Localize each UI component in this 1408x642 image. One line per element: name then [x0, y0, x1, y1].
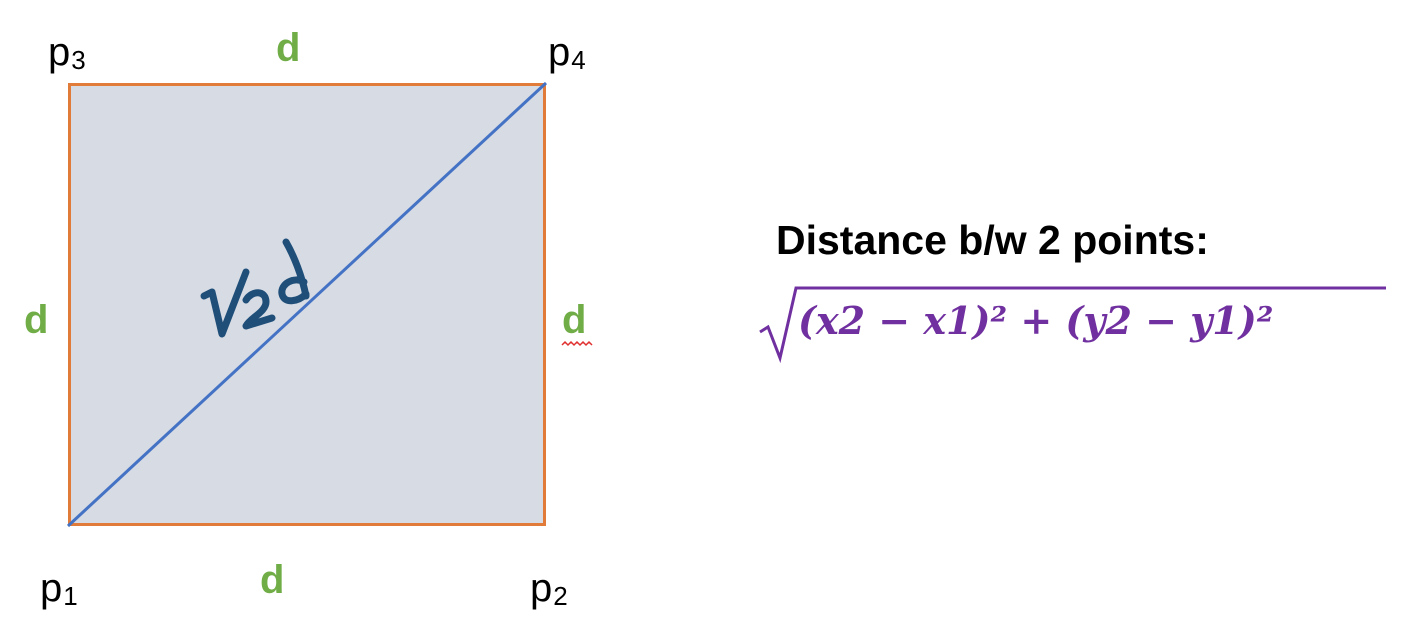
point-label-p3: p3: [48, 30, 86, 75]
side-label-right: d: [562, 298, 587, 342]
handwritten-root2-d: [200, 238, 310, 338]
side-label-bottom: d: [260, 558, 285, 602]
distance-formula: (x2 − x1)² + (y2 − y1)²: [758, 282, 1388, 364]
point-label-p4: p4: [548, 30, 586, 75]
diagonal-line: [66, 81, 548, 528]
distance-heading: Distance b/w 2 points:: [776, 217, 1209, 263]
side-label-top: d: [276, 26, 301, 70]
point-label-p1: p1: [40, 566, 78, 611]
side-label-left: d: [24, 298, 49, 342]
formula-expression: (x2 − x1)² + (y2 − y1)²: [798, 298, 1274, 343]
spellcheck-squiggle: [561, 340, 593, 347]
square-root-sign: [759, 286, 1386, 364]
point-label-p2: p2: [530, 566, 568, 611]
